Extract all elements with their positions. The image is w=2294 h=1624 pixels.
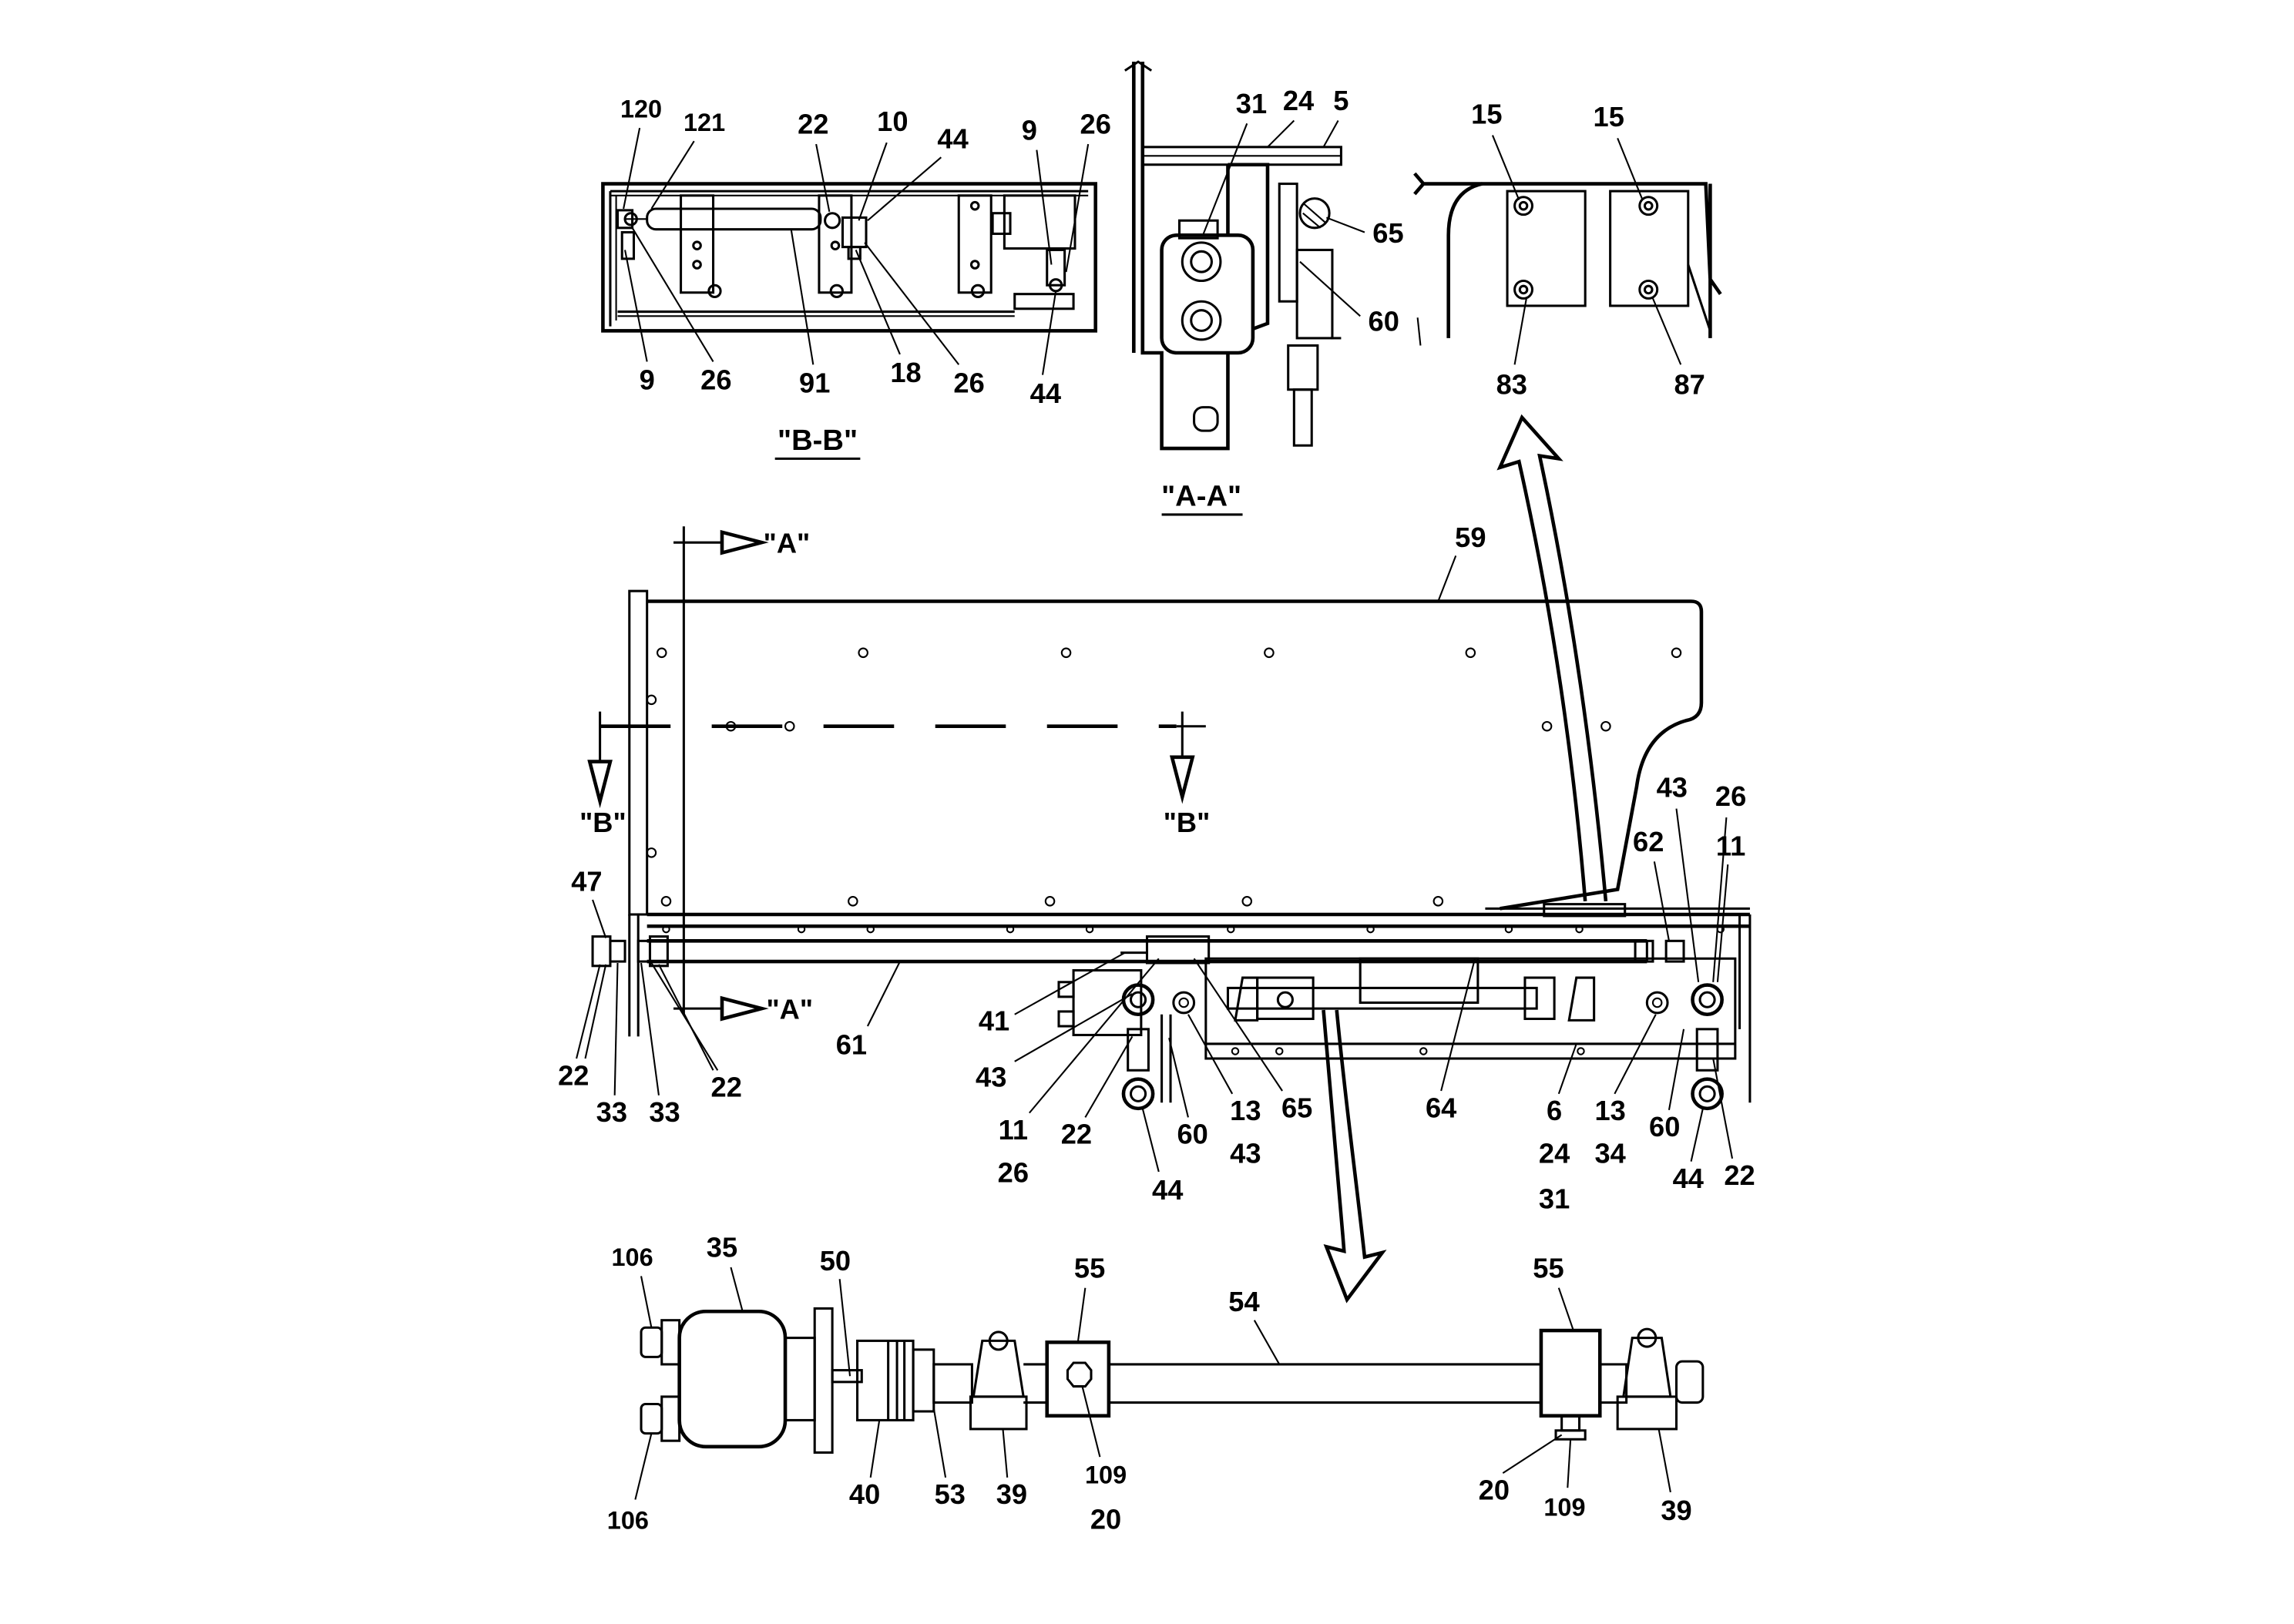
callout-35: 35 xyxy=(707,1232,737,1263)
callout-26: 26 xyxy=(998,1156,1029,1188)
callout-109: 109 xyxy=(1085,1461,1127,1489)
view-a-label-bottom: "A" xyxy=(766,993,813,1025)
aa-callouts: 31 24 5 65 60 "A-A" xyxy=(1161,85,1404,516)
callout-83: 83 xyxy=(1496,368,1527,400)
callout-60: 60 xyxy=(1369,305,1399,337)
callout-26: 26 xyxy=(1715,780,1746,812)
callout-24: 24 xyxy=(1539,1138,1570,1169)
callout-106: 106 xyxy=(607,1507,649,1535)
callout-43: 43 xyxy=(976,1061,1006,1092)
callout-120: 120 xyxy=(620,96,662,123)
body-holes xyxy=(646,647,1725,1055)
callout-9: 9 xyxy=(1022,114,1037,146)
callout-43: 43 xyxy=(1657,771,1688,803)
main-callouts: 59 47 61 22 33 33 22 41 43 11 26 22 44 6… xyxy=(558,522,1755,1215)
callout-22: 22 xyxy=(711,1072,742,1103)
callout-31: 31 xyxy=(1539,1183,1570,1215)
callout-18: 18 xyxy=(890,357,921,388)
callout-15: 15 xyxy=(1594,101,1624,133)
callout-26: 26 xyxy=(953,367,984,399)
shaft-detail-arrow xyxy=(1322,1009,1387,1304)
callout-9: 9 xyxy=(640,364,655,396)
section-bb-view xyxy=(601,182,1097,333)
section-aa-label: "A-A" xyxy=(1161,479,1241,512)
callout-59: 59 xyxy=(1455,522,1486,553)
callout-39: 39 xyxy=(996,1478,1027,1510)
callout-10: 10 xyxy=(877,106,908,137)
detail-callouts: 15 15 83 87 xyxy=(1471,98,1705,400)
callout-24: 24 xyxy=(1283,85,1314,116)
callout-31: 31 xyxy=(1236,88,1267,119)
callout-44: 44 xyxy=(1152,1174,1183,1206)
callout-11: 11 xyxy=(999,1114,1028,1146)
callout-13: 13 xyxy=(1594,1095,1625,1126)
callout-62: 62 xyxy=(1633,826,1664,857)
callout-44: 44 xyxy=(1030,377,1061,409)
callout-20: 20 xyxy=(1090,1504,1121,1535)
view-b-label-right: "B" xyxy=(1164,807,1211,838)
callout-61: 61 xyxy=(836,1028,867,1060)
detail-arrow xyxy=(1496,414,1608,902)
callout-65: 65 xyxy=(1372,217,1403,249)
callout-34: 34 xyxy=(1594,1138,1625,1169)
callout-22: 22 xyxy=(798,109,828,140)
callout-91: 91 xyxy=(799,367,830,399)
callout-33: 33 xyxy=(596,1096,627,1128)
callout-60: 60 xyxy=(1649,1111,1680,1143)
callout-60: 60 xyxy=(1177,1119,1207,1150)
section-aa-view xyxy=(1124,60,1342,451)
callout-87: 87 xyxy=(1674,368,1705,400)
view-direction-labels: "A" "A" "B" "B" xyxy=(579,528,1210,1025)
bb-callouts: 120 121 22 10 44 9 26 9 26 91 18 26 44 "… xyxy=(620,96,1111,460)
callout-65: 65 xyxy=(1281,1092,1312,1123)
callout-20: 20 xyxy=(1479,1475,1510,1506)
callout-53: 53 xyxy=(935,1478,966,1510)
callout-5: 5 xyxy=(1333,85,1349,116)
view-a-label-top: "A" xyxy=(764,528,811,559)
callout-22: 22 xyxy=(558,1059,589,1091)
section-bb-label: "B-B" xyxy=(778,424,858,457)
callout-22: 22 xyxy=(1061,1119,1092,1150)
callout-26: 26 xyxy=(700,364,731,396)
callout-54: 54 xyxy=(1228,1286,1259,1317)
callout-47: 47 xyxy=(571,865,602,897)
main-view xyxy=(587,526,1752,1111)
callout-64: 64 xyxy=(1426,1092,1456,1123)
callout-43: 43 xyxy=(1230,1138,1261,1169)
callout-33: 33 xyxy=(649,1096,680,1128)
shaft-callouts: 106 35 50 55 54 55 106 40 53 39 109 20 2… xyxy=(607,1232,1692,1535)
callout-121: 121 xyxy=(683,109,725,136)
callout-55: 55 xyxy=(1074,1252,1105,1283)
callout-40: 40 xyxy=(849,1478,880,1510)
callout-22: 22 xyxy=(1724,1159,1755,1191)
callout-15: 15 xyxy=(1471,98,1502,129)
callout-44: 44 xyxy=(1673,1163,1704,1194)
callout-44: 44 xyxy=(937,123,968,155)
detail-view xyxy=(1413,172,1722,346)
callout-11: 11 xyxy=(1716,830,1745,862)
callout-26: 26 xyxy=(1080,109,1111,140)
callout-39: 39 xyxy=(1661,1495,1691,1526)
callout-55: 55 xyxy=(1533,1252,1563,1283)
callout-50: 50 xyxy=(820,1245,851,1277)
shaft-detail-view xyxy=(640,1307,1705,1454)
callout-106: 106 xyxy=(612,1243,653,1271)
callout-109: 109 xyxy=(1543,1493,1585,1521)
view-b-label-left: "B" xyxy=(579,807,626,838)
callout-6: 6 xyxy=(1547,1095,1562,1126)
callout-41: 41 xyxy=(979,1005,1009,1037)
callout-13: 13 xyxy=(1230,1095,1261,1126)
